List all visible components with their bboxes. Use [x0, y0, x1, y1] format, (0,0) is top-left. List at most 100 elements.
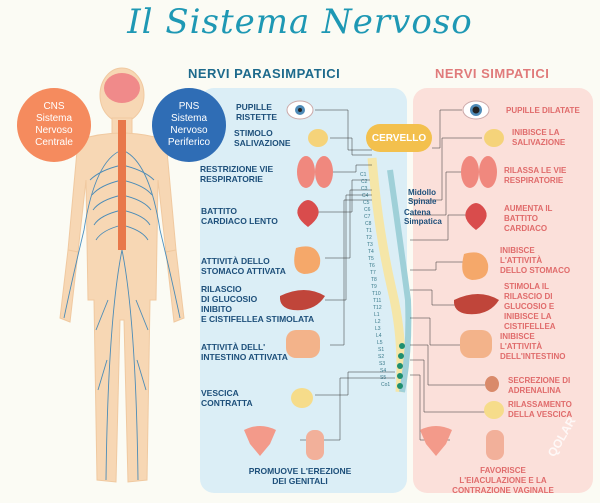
eye-icon-para: [286, 100, 314, 120]
midollo-line: Midollo: [408, 188, 436, 197]
catena-label: Catena Simpatica: [404, 208, 442, 226]
segment-label: T10: [372, 291, 381, 297]
para-line: INTESTINO ATTIVATA: [201, 352, 288, 362]
para-item-intestino: ATTIVITÀ DELL'INTESTINO ATTIVATA: [201, 342, 288, 362]
segment-label: C3: [361, 186, 368, 192]
page-title: Il Sistema Nervoso: [127, 2, 473, 42]
simp-line: RILASSA LE VIE: [504, 166, 567, 175]
simp-line: INIBISCE: [500, 332, 535, 341]
segment-label: T6: [369, 263, 375, 269]
simp-item-pupille: PUPILLE DILATATE: [506, 106, 580, 116]
segment-label: S2: [378, 354, 385, 360]
eye-icon-simp: [462, 100, 490, 120]
para-footer-line: PROMUOVE L'EREZIONE: [248, 466, 352, 476]
pns-label: PNS: [178, 101, 200, 112]
catena-line: Catena: [404, 208, 431, 217]
cns-label: Sistema: [35, 113, 73, 124]
chain-ganglia: [397, 343, 405, 389]
simp-connectors: [410, 109, 490, 441]
para-line: CONTRATTA: [201, 398, 253, 408]
segment-label: T8: [371, 277, 377, 283]
segment-label: T7: [370, 270, 376, 276]
segment-label: L2: [375, 319, 381, 325]
simp-line: AUMENTA IL: [504, 204, 553, 213]
cns-label: Centrale: [35, 137, 73, 148]
segment-label: T3: [367, 242, 373, 248]
simp-line: SECREZIONE DI: [508, 376, 571, 385]
segment-label: S5: [380, 375, 387, 381]
simp-footer-line: CONTRAZIONE VAGINALE: [452, 486, 554, 495]
catena-line: Simpatica: [404, 217, 442, 226]
adrenal-icon-simp: [485, 376, 499, 392]
segment-label: T4: [368, 249, 374, 255]
segment-label: L3: [375, 326, 381, 332]
segment-label: C6: [364, 207, 371, 213]
simp-line: CISTIFELLEA: [504, 322, 556, 331]
cervello-label: CERVELLO: [366, 124, 432, 152]
para-line: STOMACO ATTIVATA: [201, 266, 286, 276]
pns-bubble: PNS Sistema Nervoso Periferico: [152, 88, 226, 162]
segment-label: C2: [361, 179, 368, 185]
segment-label: C5: [363, 200, 370, 206]
segment-label: T1: [366, 228, 372, 234]
genitals-icon-para: [244, 426, 324, 460]
simp-footer-line: L'EIACULAZIONE E LA: [459, 476, 547, 485]
segment-label: T9: [371, 284, 377, 290]
simp-line: DELLA VESCICA: [508, 410, 573, 419]
segment-label: Co1: [381, 382, 391, 388]
brain-figure: [104, 73, 140, 103]
simp-line: L'ATTIVITÀ: [500, 342, 543, 351]
segment-label: T5: [368, 256, 374, 262]
simp-line: INIBISCE LA: [512, 128, 560, 137]
genitals-icon-simp: [420, 426, 504, 460]
segment-label: C8: [365, 221, 372, 227]
para-line: SALIVAZIONE: [234, 138, 291, 148]
stomach-icon-simp: [462, 252, 489, 280]
para-line: RILASCIO: [201, 284, 242, 294]
para-line: E CISTIFELLEA STIMOLATA: [201, 314, 315, 324]
simp-line: L'ATTIVITÀ: [500, 256, 543, 265]
para-line: DI GLUCOSIO: [201, 294, 258, 304]
intestine-icon-simp: [460, 330, 492, 358]
para-line: CARDIACO LENTO: [201, 216, 278, 226]
simp-line: DELLO STOMACO: [500, 266, 571, 275]
cns-bubble: CNS Sistema Nervoso Centrale: [17, 88, 91, 162]
simp-line: GLUCOSIO E: [504, 302, 555, 311]
para-line: PUPILLE: [236, 102, 272, 112]
para-line: VESCICA: [201, 388, 239, 398]
simp-line: ADRENALINA: [508, 386, 561, 395]
bladder-icon-para: [291, 388, 313, 408]
bladder-icon-simp: [484, 401, 504, 419]
segment-label: L5: [377, 340, 383, 346]
para-line: RISTETTE: [236, 112, 278, 122]
pns-label: Sistema: [170, 113, 208, 124]
simp-line: RILASSAMENTO: [508, 400, 572, 409]
simp-line: SALIVAZIONE: [512, 138, 566, 147]
cns-label: Nervoso: [35, 125, 73, 136]
heart-icon-simp: [465, 203, 487, 230]
liver-icon-para: [279, 290, 325, 311]
spinal-cord-figure: [118, 120, 126, 250]
lungs-icon-para: [297, 156, 333, 188]
simp-line: RILASCIO DI: [504, 292, 553, 301]
segment-label: S4: [380, 368, 387, 374]
segment-label: T2: [366, 235, 372, 241]
simp-line: CARDIACO: [504, 224, 548, 233]
intestine-icon-para: [286, 330, 320, 358]
segment-label: C7: [364, 214, 371, 220]
liver-icon-simp: [453, 294, 499, 315]
para-line: STIMOLO: [234, 128, 273, 138]
segment-label: C1: [360, 172, 367, 178]
midollo-label: Midollo Spinale: [408, 188, 436, 206]
para-line: BATTITO: [201, 206, 238, 216]
